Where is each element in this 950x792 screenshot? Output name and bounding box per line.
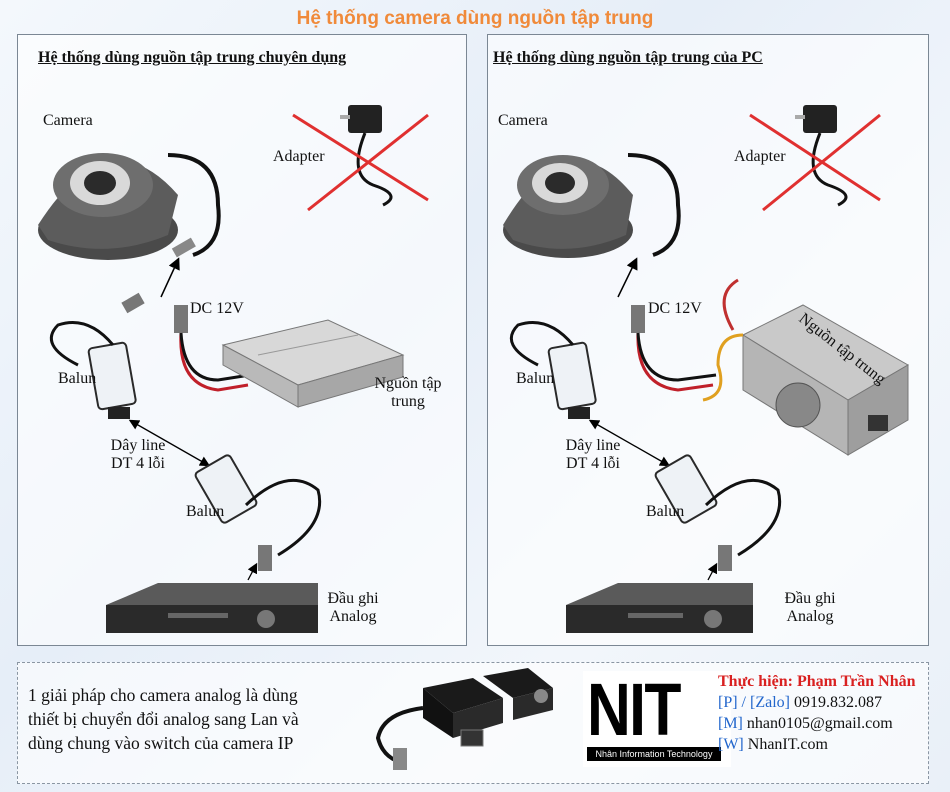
cable-label-line2: DT 4 lỗi [566,455,620,472]
recorder-label: Đầu ghi Analog [313,590,393,626]
web-key: [W] [718,736,744,753]
balun-bottom-icon [654,454,782,571]
right-scene [503,105,909,633]
phone-value[interactable]: 0919.832.087 [793,694,882,711]
dvr-recorder-icon [106,583,318,633]
cable-label-line1: Dây line [110,437,166,454]
footer-description-line1: 1 giải pháp cho camera analog là dùng [28,685,298,705]
power-supply-icon [221,319,405,408]
adapter-label: Adapter [273,148,325,165]
cross-mark-icon [292,113,429,212]
left-scene [38,105,429,633]
recorder-label-line1: Đầu ghi [784,590,836,607]
balun-top-label: Balun [516,370,555,387]
psu-label-line2: trung [391,393,425,410]
dc-label: DC 12V [190,300,244,317]
footer-description-line3: dùng chung vào switch của camera IP [28,733,294,753]
cable-label-line2: DT 4 lỗi [111,455,165,472]
adapter-icon [340,105,393,207]
footer-box: 1 giải pháp cho camera analog là dùng th… [17,662,929,784]
balun-top-icon [49,292,145,419]
cable-label: Dây line DT 4 lỗi [93,437,183,473]
recorder-label-line2: Analog [329,608,377,625]
mail-key: [M] [718,715,743,732]
recorder-label-line2: Analog [786,608,834,625]
balun-bottom-label: Balun [186,503,225,520]
recorder-label-line1: Đầu ghi [327,590,379,607]
recorder-label: Đầu ghi Analog [770,590,850,626]
panel-pc-psu: Hệ thống dùng nguồn tập trung của PC [487,34,929,646]
contact-info: Thực hiện: Phạm Trần Nhân [P] / [Zalo] 0… [718,671,916,755]
dc-label: DC 12V [648,300,702,317]
panel-heading: Hệ thống dùng nguồn tập trung chuyên dụn… [38,49,347,66]
web-line: [W] NhanIT.com [718,734,916,755]
psu-label-line1: Nguồn tập [374,375,442,392]
analog-to-lan-converter-icon [375,668,553,770]
balun-bottom-label: Balun [646,503,685,520]
mail-line: [M] nhan0105@gmail.com [718,713,916,734]
cross-mark-icon [749,113,881,212]
phone-line: [P] / [Zalo] 0919.832.087 [718,692,916,713]
dome-camera-icon [503,155,633,258]
nit-logo: NIT Nhân Information Technology [583,668,731,767]
camera-label: Camera [498,112,548,129]
cable-label: Dây line DT 4 lỗi [548,437,638,473]
adapter-label: Adapter [734,148,786,165]
camera-label: Camera [43,112,93,129]
dvr-recorder-icon [566,583,753,633]
footer-description: 1 giải pháp cho camera analog là dùng th… [28,683,368,755]
panel-heading: Hệ thống dùng nguồn tập trung của PC [493,49,763,66]
balun-top-label: Balun [58,370,97,387]
web-value[interactable]: NhanIT.com [747,736,828,753]
author-line: Thực hiện: Phạm Trần Nhân [718,673,916,690]
psu-label: Nguồn tập trung [358,375,458,411]
logo-caption: Nhân Information Technology [587,747,721,761]
dome-camera-icon [38,153,178,260]
logo-letters: NIT [587,668,681,751]
balun-bottom-icon [194,454,322,571]
phone-key: [P] / [Zalo] [718,694,790,711]
mail-value[interactable]: nhan0105@gmail.com [746,715,893,732]
pc-power-supply-icon [702,278,909,456]
page-title: Hệ thống camera dùng nguồn tập trung [296,8,654,29]
balun-top-icon [509,321,597,419]
footer-description-line2: thiết bị chuyển đổi analog sang Lan và [28,709,299,729]
panel-dedicated-psu: Hệ thống dùng nguồn tập trung chuyên dụn… [17,34,467,646]
adapter-icon [795,105,848,207]
cable-label-line1: Dây line [565,437,621,454]
